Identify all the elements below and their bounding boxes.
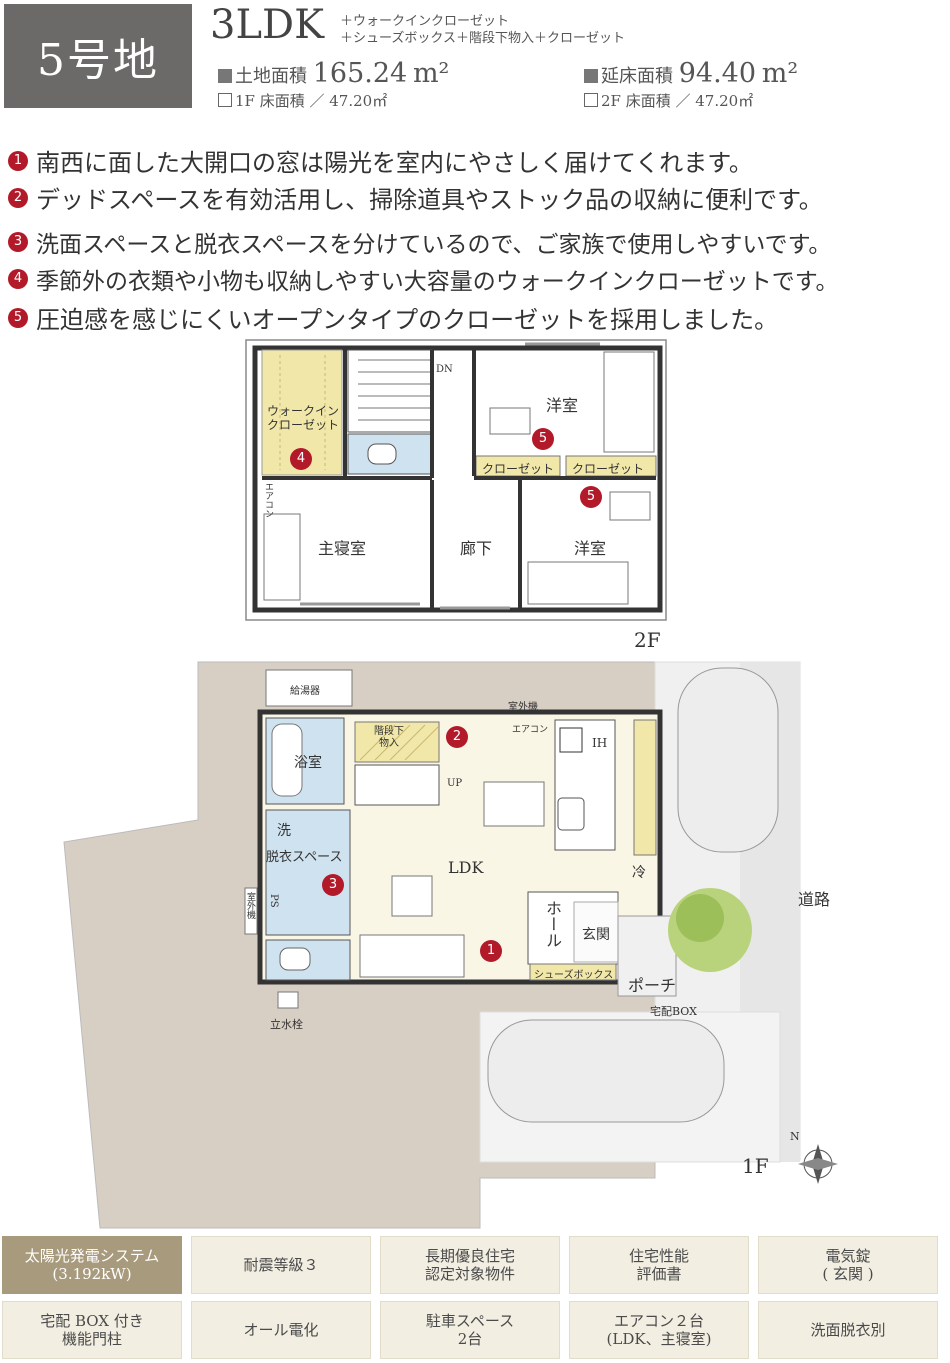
amenity-electric-lock: 電気錠 ( 玄関 ) [758, 1236, 938, 1294]
total-floor-area-label: 延床面積 [601, 66, 673, 87]
amenity-parking: 駐車スペース 2台 [380, 1301, 560, 1359]
amenity-long-life-housing: 長期優良住宅 認定対象物件 [380, 1236, 560, 1294]
floor-label-1f: 1F [742, 1154, 769, 1178]
total-floor-area-value: 94.40 [678, 58, 757, 89]
water-heater-label: 給湯器 [290, 686, 320, 697]
feature-number-badge: 1 [8, 150, 28, 171]
land-area-label: 土地面積 [235, 66, 307, 87]
options-line-2: ＋シューズボックス＋階段下物入＋クローゼット [340, 31, 625, 46]
feature-item: 2 デッドスペースを有効活用し、掃除道具やストック品の収納に便利です。 [8, 180, 823, 215]
delivery-box-label: 宅配BOX [650, 1005, 697, 1018]
options-line-1: ＋ウォークインクローゼット [340, 14, 510, 29]
feature-number-badge: 4 [8, 269, 28, 289]
filled-square-icon [584, 69, 598, 83]
feature-text: 季節外の衣類や小物も収納しやすい大容量のウォークインクローゼットです。 [36, 269, 839, 295]
pipe-shaft-label: PS [268, 894, 279, 908]
room-ldk: LDK [448, 858, 484, 877]
feature-number-badge: 2 [8, 187, 28, 208]
ih-label: IH [592, 736, 608, 750]
feature-number-badge: 5 [8, 307, 28, 328]
feature-item: 5 圧迫感を感じにくいオープンタイプのクローゼットを採用しました。 [8, 300, 778, 335]
floor2-area-label: 2F 床面積 ／ 47.20㎡ [601, 92, 754, 110]
room-master-bedroom: 主寝室 [318, 539, 367, 558]
under-stair-storage-label: 階段下 物入 [374, 726, 404, 749]
feature-marker-1: 1 [480, 940, 502, 962]
room-bathroom: 浴室 [294, 755, 322, 771]
hollow-square-icon [584, 93, 598, 107]
outdoor-unit-label: 室外機 [508, 702, 538, 713]
feature-marker-5: 5 [580, 486, 602, 508]
road-label: 道路 [798, 890, 831, 909]
closet-2: クローゼット [572, 462, 645, 476]
fridge-label: 冷 [632, 865, 646, 881]
feature-item: 3 洗面スペースと脱衣スペースを分けているので、ご家族で使用しやすいです。 [8, 225, 831, 259]
feature-marker-5: 5 [532, 428, 554, 450]
feature-number-badge: 3 [8, 232, 28, 252]
washroom-label: 洗 [277, 823, 291, 839]
amenity-performance-evaluation: 住宅性能 評価書 [569, 1236, 749, 1294]
room-entrance-hall: ホール [543, 900, 562, 948]
feature-marker-4: 4 [290, 448, 312, 470]
outdoor-unit-side-label: 室外機 [245, 892, 255, 919]
room-hallway-2f: 廊下 [460, 539, 493, 558]
filled-square-icon [218, 69, 232, 83]
feature-text: 圧迫感を感じにくいオープンタイプのクローゼットを採用しました。 [36, 306, 779, 334]
layout-type: 3LDK [210, 2, 324, 48]
room-dressing-space: 脱衣スペース [266, 850, 343, 865]
floor2-area: 2F 床面積 ／ 47.20㎡ [584, 90, 753, 111]
land-area-unit: m² [412, 58, 450, 89]
floor1-area-label: 1F 床面積 ／ 47.20㎡ [235, 92, 388, 110]
feature-text: 洗面スペースと脱衣スペースを分けているので、ご家族で使用しやすいです。 [36, 232, 832, 258]
room-entrance: 玄関 [582, 927, 610, 943]
porch-label: ポーチ [628, 976, 677, 995]
aircon-label-1f: エアコン [512, 725, 549, 735]
feature-text: 南西に面した大開口の窓は陽光を室内にやさしく届けてくれます。 [36, 149, 753, 177]
amenity-seismic-grade: 耐震等級３ [191, 1236, 371, 1294]
north-label: N [790, 1130, 800, 1143]
shoebox-label: シューズボックス [534, 970, 614, 981]
feature-marker-2: 2 [446, 726, 468, 748]
lot-badge: 5号地 [4, 4, 192, 108]
feature-item: 4 季節外の衣類や小物も収納しやすい大容量のウォークインクローゼットです。 [8, 262, 838, 296]
closet-1: クローゼット [482, 462, 555, 476]
room-walk-in-closet: ウォークイン クローゼット [266, 404, 339, 432]
total-floor-area-unit: m² [761, 58, 799, 89]
faucet-label: 立水栓 [270, 1018, 303, 1031]
hollow-square-icon [218, 93, 232, 107]
land-area-value: 165.24 [312, 58, 408, 89]
room-western-1: 洋室 [546, 396, 579, 415]
amenity-air-conditioners: エアコン２台 (LDK、主寝室) [569, 1301, 749, 1359]
feature-text: デッドスペースを有効活用し、掃除道具やストック品の収納に便利です。 [36, 186, 823, 214]
amenity-separate-wash-dressing: 洗面脱衣別 [758, 1301, 938, 1359]
amenity-delivery-box-gatepost: 宅配 BOX 付き 機能門柱 [2, 1301, 182, 1359]
total-floor-area: 延床面積 94.40 m² [584, 58, 798, 89]
feature-marker-3: 3 [322, 874, 344, 896]
room-western-2: 洋室 [574, 539, 607, 558]
amenity-all-electric: オール電化 [191, 1301, 371, 1359]
feature-item: 1 南西に面した大開口の窓は陽光を室内にやさしく届けてくれます。 [8, 143, 753, 178]
floor1-area: 1F 床面積 ／ 47.20㎡ [218, 90, 387, 111]
stair-up-label: UP [447, 778, 463, 789]
floor-label-2f: 2F [634, 628, 661, 652]
amenity-solar-power: 太陽光発電システム (3.192kW) [2, 1236, 182, 1294]
land-area: 土地面積 165.24 m² [218, 58, 449, 89]
stair-down-label: DN [436, 364, 453, 375]
aircon-label: エアコン [263, 482, 273, 518]
